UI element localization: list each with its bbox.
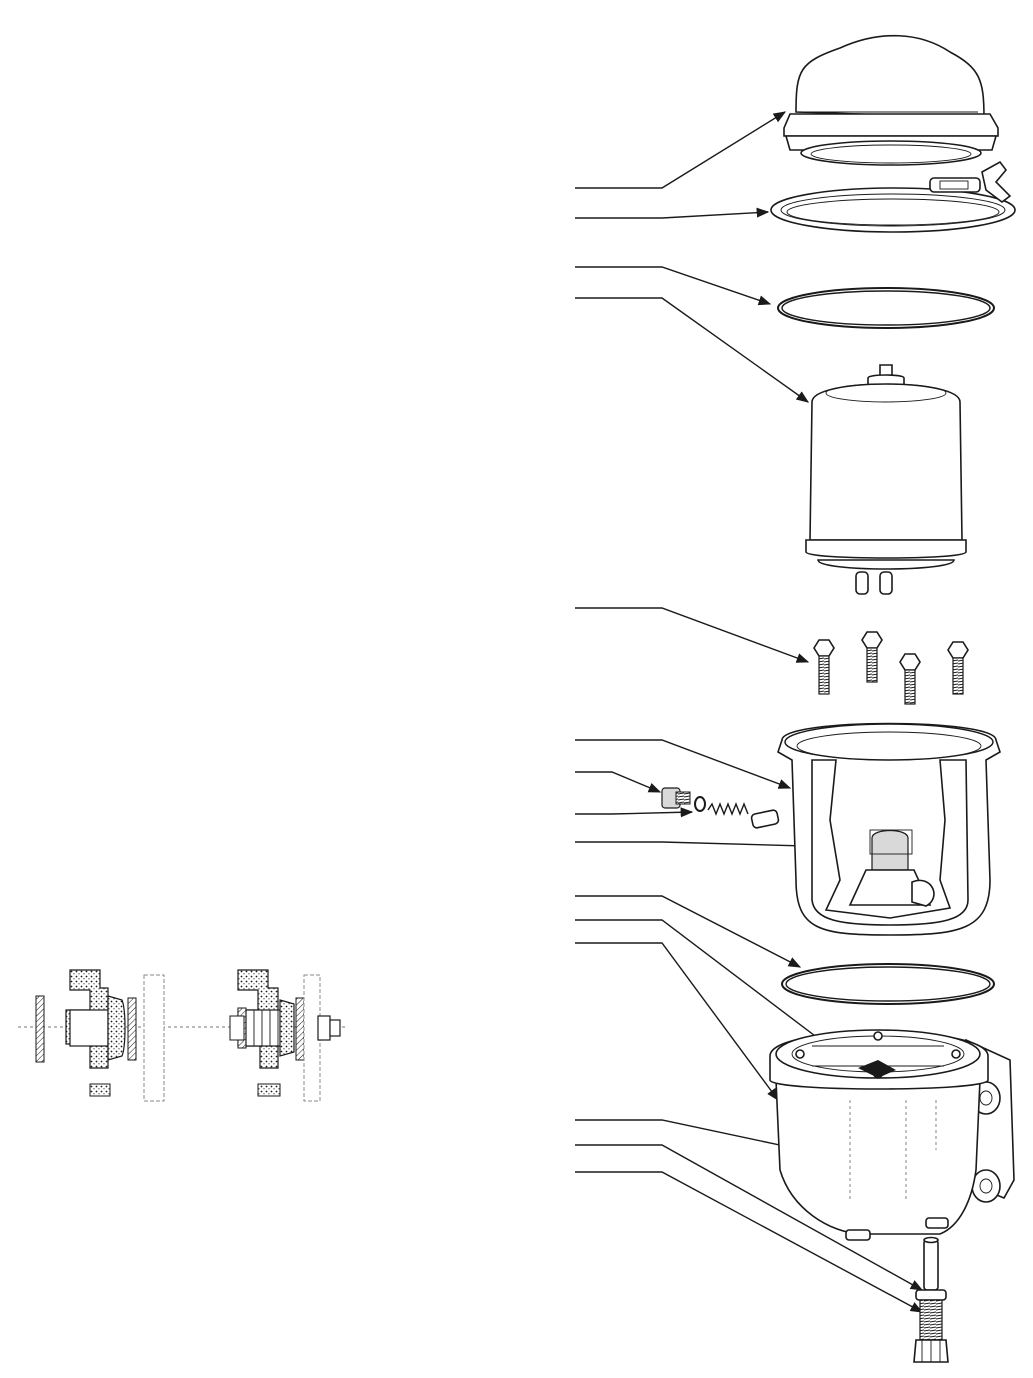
cutaway-bowl-icon xyxy=(777,722,1001,936)
spring-icon xyxy=(707,802,749,816)
leader-3 xyxy=(575,266,772,306)
exploded-section-view xyxy=(35,969,165,1102)
leader-12 xyxy=(575,942,779,1102)
mount-section-inset xyxy=(18,969,345,1102)
leader-15 xyxy=(575,1171,924,1313)
cartridge-icon xyxy=(805,364,967,595)
o-ring-upper-icon xyxy=(777,287,995,329)
leader-2 xyxy=(575,207,770,219)
check-valve-icon xyxy=(750,809,780,829)
leader-10 xyxy=(575,895,802,968)
valve-plug-icon xyxy=(661,787,691,809)
dome-cover-icon xyxy=(783,34,999,166)
leader-6 xyxy=(575,739,792,789)
leader-14 xyxy=(575,1144,924,1291)
leader-4 xyxy=(575,297,810,403)
small-o-ring-icon xyxy=(694,796,706,812)
leader-8 xyxy=(575,807,694,818)
leader-5 xyxy=(575,607,810,663)
leader-7 xyxy=(575,771,662,793)
band-clamp-icon xyxy=(770,160,1016,233)
leader-1 xyxy=(575,111,787,189)
hex-bolt-icon xyxy=(813,631,969,705)
fitting-icon xyxy=(913,1236,949,1363)
o-ring-lower-icon xyxy=(781,963,995,1005)
leader-11 xyxy=(575,919,862,1071)
assembled-section-view xyxy=(229,969,341,1102)
mounting-bowl-icon xyxy=(769,1029,1015,1241)
